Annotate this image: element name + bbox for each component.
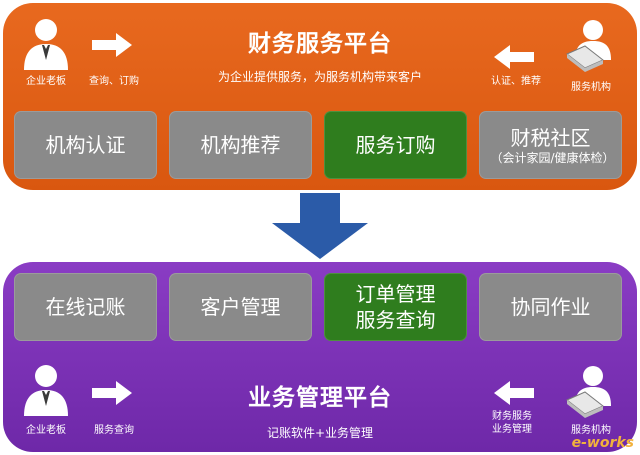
business-platform-title: 业务管理平台 — [248, 385, 392, 411]
org-recommendation-label: 机构推荐 — [200, 133, 281, 157]
collaborative-work-box: 协同作业 — [479, 273, 622, 341]
org-certification-label: 机构认证 — [45, 133, 126, 157]
bottom-left-action-label: 服务查询 — [94, 425, 134, 436]
collaborative-work-label: 协同作业 — [510, 295, 591, 319]
business-owner-icon — [24, 365, 68, 416]
org-certification-box: 机构认证 — [14, 111, 157, 179]
right-arrow-icon — [92, 381, 132, 405]
left-arrow-icon — [494, 381, 534, 405]
service-ordering-label: 服务订购 — [355, 133, 436, 157]
bottom-left-actor-label: 企业老板 — [26, 425, 66, 436]
service-agency-icon — [566, 366, 611, 418]
top-right-action-label: 认证、推荐 — [491, 76, 541, 87]
finance-tax-community-box: 财税社区 （会计家园/健康体检） — [479, 111, 622, 179]
order-management-label: 订单管理 — [355, 282, 436, 306]
finance-platform-subtitle: 为企业提供服务，为服务机构带来客户 — [217, 70, 422, 84]
online-bookkeeping-label: 在线记账 — [45, 295, 126, 319]
bottom-right-action-label: 财务服务 业务管理 — [480, 410, 544, 436]
customer-management-label: 客户管理 — [200, 295, 281, 319]
down-arrow-icon — [272, 193, 368, 259]
top-left-actor-label: 企业老板 — [26, 76, 66, 87]
service-agency-icon — [566, 20, 611, 72]
left-arrow-icon — [494, 45, 534, 69]
org-recommendation-box: 机构推荐 — [169, 111, 312, 179]
finance-tax-community-sublabel: （会计家园/健康体检） — [490, 150, 615, 165]
business-platform-subtitle: 记账软件+业务管理 — [266, 426, 374, 440]
service-ordering-box: 服务订购 — [324, 111, 467, 179]
business-owner-icon — [24, 19, 68, 70]
right-arrow-icon — [92, 33, 132, 57]
finance-tax-community-label: 财税社区 — [510, 125, 591, 150]
online-bookkeeping-box: 在线记账 — [14, 273, 157, 341]
customer-management-box: 客户管理 — [169, 273, 312, 341]
service-query-label: 服务查询 — [355, 308, 436, 332]
bottom-right-actor-label: 服务机构 — [571, 425, 611, 436]
bottom-right-action-line1: 财务服务 — [492, 411, 532, 422]
watermark-logo: e-works — [571, 435, 634, 451]
top-left-action-label: 查询、订购 — [89, 76, 139, 87]
finance-platform-title: 财务服务平台 — [248, 31, 392, 57]
order-management-box: 订单管理 服务查询 — [324, 273, 467, 341]
bottom-right-action-line2: 业务管理 — [492, 424, 532, 435]
top-right-actor-label: 服务机构 — [571, 82, 611, 93]
